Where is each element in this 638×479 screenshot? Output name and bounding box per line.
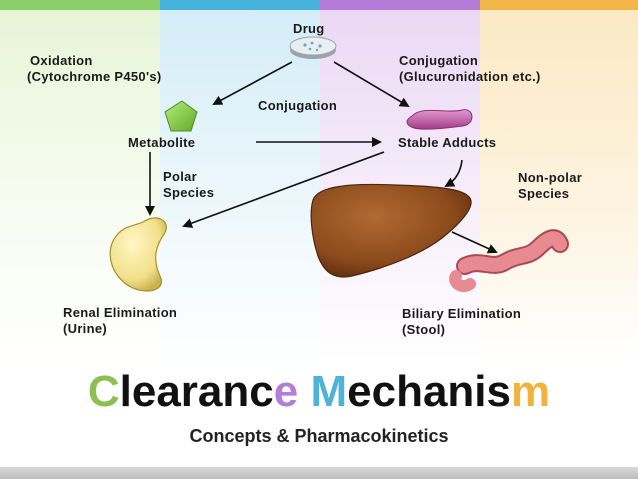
title-part: M bbox=[310, 367, 348, 416]
conjugation-top-label: Conjugation bbox=[399, 53, 479, 68]
title-part: e bbox=[273, 367, 299, 416]
arrow-drug-to-metabolite bbox=[212, 61, 293, 105]
top-bar-green bbox=[0, 0, 160, 10]
arrow-adducts-to-kidney bbox=[182, 151, 385, 228]
top-bar-orange bbox=[480, 0, 638, 10]
page-title: Clearance Mechanism bbox=[0, 366, 638, 418]
oxidation-label: Oxidation bbox=[30, 53, 93, 68]
nonpolar-species-label: Non-polar bbox=[518, 170, 583, 185]
arrow-adducts-to-liver bbox=[444, 159, 463, 187]
title-part bbox=[298, 367, 310, 416]
clearance-diagram bbox=[109, 36, 569, 293]
title-part: C bbox=[87, 367, 120, 416]
liver-icon bbox=[310, 183, 472, 278]
conjugation-mid-label: Conjugation bbox=[258, 98, 338, 113]
renal-elimination-label: Renal Elimination bbox=[63, 305, 178, 320]
title-part: echanis bbox=[347, 367, 511, 416]
title-part: learanc bbox=[119, 367, 274, 416]
top-bar-purple bbox=[320, 0, 480, 10]
stable-adduct-icon bbox=[406, 109, 473, 130]
metabolite-pentagon-icon bbox=[164, 100, 198, 132]
arrow-drug-to-adducts bbox=[333, 61, 410, 108]
band-green bbox=[0, 0, 160, 360]
biliary-stool-label: (Stool) bbox=[402, 322, 446, 337]
intestine-icon bbox=[449, 229, 569, 293]
polar-species-label: Polar bbox=[163, 169, 198, 184]
band-blue bbox=[160, 0, 320, 360]
stable-adducts-label: Stable Adducts bbox=[398, 135, 497, 150]
biliary-elimination-label: Biliary Elimination bbox=[402, 306, 522, 321]
kidney-icon bbox=[109, 217, 167, 292]
arrow-liver-to-intestine bbox=[451, 231, 498, 254]
polar-species-label-2: Species bbox=[163, 185, 215, 200]
bottom-bar bbox=[0, 467, 638, 479]
drug-label: Drug bbox=[293, 21, 325, 36]
top-bar-blue bbox=[160, 0, 320, 10]
metabolite-label: Metabolite bbox=[128, 135, 196, 150]
drug-pill-icon bbox=[289, 36, 337, 59]
nonpolar-species-label-2: Species bbox=[518, 186, 570, 201]
band-orange bbox=[480, 0, 638, 360]
page-subtitle: Concepts & Pharmacokinetics bbox=[189, 426, 449, 446]
oxidation-detail-label: (Cytochrome P450's) bbox=[27, 69, 162, 84]
renal-urine-label: (Urine) bbox=[63, 321, 107, 336]
title-part: m bbox=[511, 367, 551, 416]
conjugation-top-detail-label: (Glucuronidation etc.) bbox=[399, 69, 541, 84]
